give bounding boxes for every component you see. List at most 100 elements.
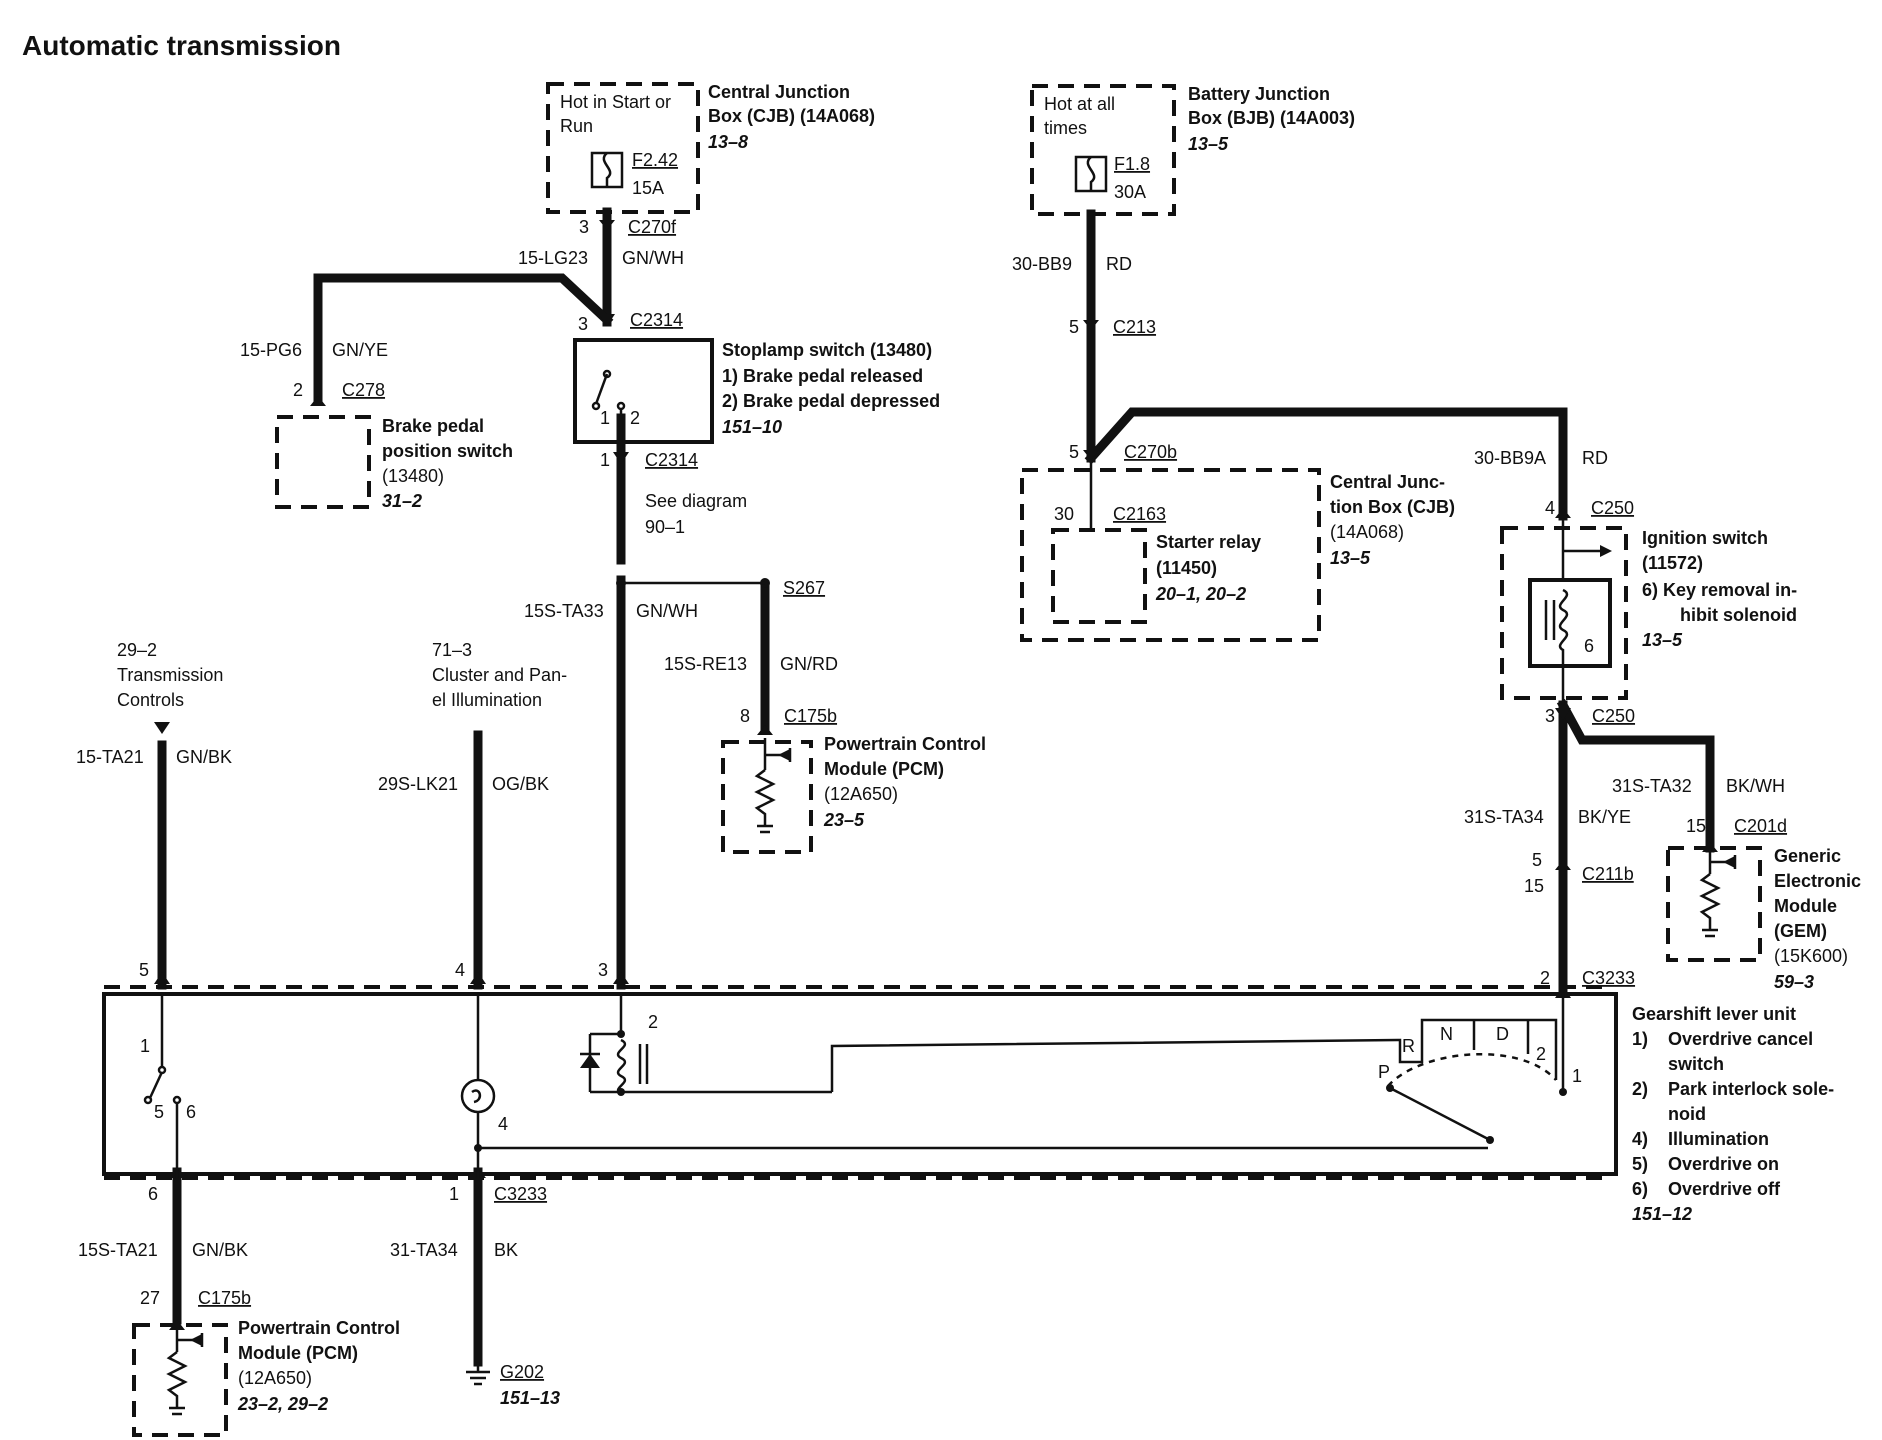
svg-text:(15K600): (15K600) bbox=[1774, 946, 1848, 966]
svg-text:4: 4 bbox=[455, 960, 465, 980]
gearshift-lever-unit: 5 4 3 2 C3233 1 5 6 4 bbox=[102, 960, 1834, 1224]
svg-text:2: 2 bbox=[293, 380, 303, 400]
svg-text:3: 3 bbox=[1545, 706, 1555, 726]
svg-text:GN/BK: GN/BK bbox=[192, 1240, 248, 1260]
svg-text:BK/WH: BK/WH bbox=[1726, 776, 1785, 796]
svg-text:Cluster and Pan-: Cluster and Pan- bbox=[432, 665, 567, 685]
svg-text:15: 15 bbox=[1686, 816, 1706, 836]
svg-text:1: 1 bbox=[140, 1036, 150, 1056]
cluster-illumination-ref: 71–3 Cluster and Pan- el Illumination bbox=[432, 640, 567, 710]
svg-text:71–3: 71–3 bbox=[432, 640, 472, 660]
svg-text:2): 2) bbox=[1632, 1079, 1648, 1099]
svg-text:Starter relay: Starter relay bbox=[1156, 532, 1261, 552]
svg-text:Central Junc-: Central Junc- bbox=[1330, 472, 1445, 492]
svg-text:Transmission: Transmission bbox=[117, 665, 223, 685]
svg-text:13–8: 13–8 bbox=[708, 132, 748, 152]
svg-text:GN/YE: GN/YE bbox=[332, 340, 388, 360]
svg-text:Battery Junction: Battery Junction bbox=[1188, 84, 1330, 104]
svg-text:(12A650): (12A650) bbox=[238, 1368, 312, 1388]
svg-text:31–2: 31–2 bbox=[382, 491, 422, 511]
svg-text:GN/RD: GN/RD bbox=[780, 654, 838, 674]
cjb-fuse-box: Hot in Start or Run F2.42 15A Central Ju… bbox=[546, 82, 875, 237]
ignition-switch: 4 C250 6 Ignition switch (11572) 6) Key … bbox=[1500, 498, 1797, 726]
svg-text:RD: RD bbox=[1106, 254, 1132, 274]
svg-text:C270f: C270f bbox=[628, 217, 677, 237]
svg-text:C3233: C3233 bbox=[1582, 968, 1635, 988]
svg-text:13–5: 13–5 bbox=[1642, 630, 1683, 650]
svg-text:30-BB9A: 30-BB9A bbox=[1474, 448, 1546, 468]
svg-text:15S-RE13: 15S-RE13 bbox=[664, 654, 747, 674]
pcm-mid: S267 8 C175b Powertrain Control Module (… bbox=[621, 578, 986, 854]
svg-text:noid: noid bbox=[1668, 1104, 1706, 1124]
svg-text:4): 4) bbox=[1632, 1129, 1648, 1149]
svg-text:27: 27 bbox=[140, 1288, 160, 1308]
svg-text:5: 5 bbox=[1069, 442, 1079, 462]
svg-text:15S-TA21: 15S-TA21 bbox=[78, 1240, 158, 1260]
svg-text:G202: G202 bbox=[500, 1362, 544, 1382]
svg-text:C250: C250 bbox=[1592, 706, 1635, 726]
svg-text:C250: C250 bbox=[1591, 498, 1634, 518]
svg-text:GN/BK: GN/BK bbox=[176, 747, 232, 767]
svg-text:Hot in Start or: Hot in Start or bbox=[560, 92, 671, 112]
svg-text:GN/WH: GN/WH bbox=[636, 601, 698, 621]
svg-text:5: 5 bbox=[154, 1102, 164, 1122]
ground-icon bbox=[466, 1370, 490, 1386]
svg-text:Module (PCM): Module (PCM) bbox=[824, 759, 944, 779]
svg-text:Central Junction: Central Junction bbox=[708, 82, 850, 102]
svg-text:30: 30 bbox=[1054, 504, 1074, 524]
svg-text:hibit solenoid: hibit solenoid bbox=[1680, 605, 1797, 625]
svg-text:Run: Run bbox=[560, 116, 593, 136]
svg-text:31S-TA32: 31S-TA32 bbox=[1612, 776, 1692, 796]
svg-text:Gearshift lever unit: Gearshift lever unit bbox=[1632, 1004, 1796, 1024]
svg-text:6: 6 bbox=[1584, 636, 1594, 656]
svg-text:1: 1 bbox=[1572, 1066, 1582, 1086]
svg-text:C270b: C270b bbox=[1124, 442, 1177, 462]
svg-text:151–10: 151–10 bbox=[722, 417, 782, 437]
svg-text:C2314: C2314 bbox=[645, 450, 698, 470]
svg-text:Box (BJB) (14A003): Box (BJB) (14A003) bbox=[1188, 108, 1355, 128]
svg-text:RD: RD bbox=[1582, 448, 1608, 468]
svg-text:Ignition switch: Ignition switch bbox=[1642, 528, 1768, 548]
svg-text:29–2: 29–2 bbox=[117, 640, 157, 660]
fuse-id: F2.42 bbox=[632, 150, 678, 170]
svg-text:15-PG6: 15-PG6 bbox=[240, 340, 302, 360]
svg-text:15: 15 bbox=[1524, 876, 1544, 896]
svg-text:See diagram: See diagram bbox=[645, 491, 747, 511]
svg-text:1: 1 bbox=[600, 408, 610, 428]
wire-harness bbox=[157, 207, 1715, 1367]
svg-text:Box (CJB) (14A068): Box (CJB) (14A068) bbox=[708, 106, 875, 126]
svg-text:OG/BK: OG/BK bbox=[492, 774, 549, 794]
svg-text:6): 6) bbox=[1632, 1179, 1648, 1199]
splice-label: S267 bbox=[783, 578, 825, 598]
svg-text:switch: switch bbox=[1668, 1054, 1724, 1074]
starter-relay-section: 5 C213 5 C270b 30 C2163 Starter relay (1… bbox=[1020, 317, 1455, 642]
bjb-fuse-box: Hot at all times F1.8 30A Battery Juncti… bbox=[1030, 84, 1355, 216]
svg-text:2: 2 bbox=[648, 1012, 658, 1032]
svg-text:2: 2 bbox=[1540, 968, 1550, 988]
svg-text:C2314: C2314 bbox=[630, 310, 683, 330]
svg-text:31-TA34: 31-TA34 bbox=[390, 1240, 458, 1260]
svg-text:Powertrain Control: Powertrain Control bbox=[824, 734, 986, 754]
svg-text:N: N bbox=[1440, 1024, 1453, 1044]
svg-text:position switch: position switch bbox=[382, 441, 513, 461]
svg-text:2) Brake pedal depressed: 2) Brake pedal depressed bbox=[722, 391, 940, 411]
svg-text:BK/YE: BK/YE bbox=[1578, 807, 1631, 827]
gem-module: 15 C201d Generic Electronic Module (GEM)… bbox=[1666, 816, 1861, 992]
svg-text:(12A650): (12A650) bbox=[824, 784, 898, 804]
svg-text:Electronic: Electronic bbox=[1774, 871, 1861, 891]
svg-text:(11450): (11450) bbox=[1156, 558, 1217, 578]
svg-text:6: 6 bbox=[186, 1102, 196, 1122]
svg-text:4: 4 bbox=[498, 1114, 508, 1134]
svg-text:tion Box (CJB): tion Box (CJB) bbox=[1330, 497, 1455, 517]
fuse-id: F1.8 bbox=[1114, 154, 1150, 174]
svg-text:C3233: C3233 bbox=[494, 1184, 547, 1204]
svg-text:15-LG23: 15-LG23 bbox=[518, 248, 588, 268]
svg-text:6: 6 bbox=[148, 1184, 158, 1204]
svg-text:Overdrive on: Overdrive on bbox=[1668, 1154, 1779, 1174]
svg-text:6) Key removal in-: 6) Key removal in- bbox=[1642, 580, 1797, 600]
svg-text:Controls: Controls bbox=[117, 690, 184, 710]
pcm-bottom: 27 C175b Powertrain Control Module (PCM)… bbox=[132, 1288, 400, 1437]
svg-text:(14A068): (14A068) bbox=[1330, 522, 1404, 542]
svg-text:4: 4 bbox=[1545, 498, 1555, 518]
